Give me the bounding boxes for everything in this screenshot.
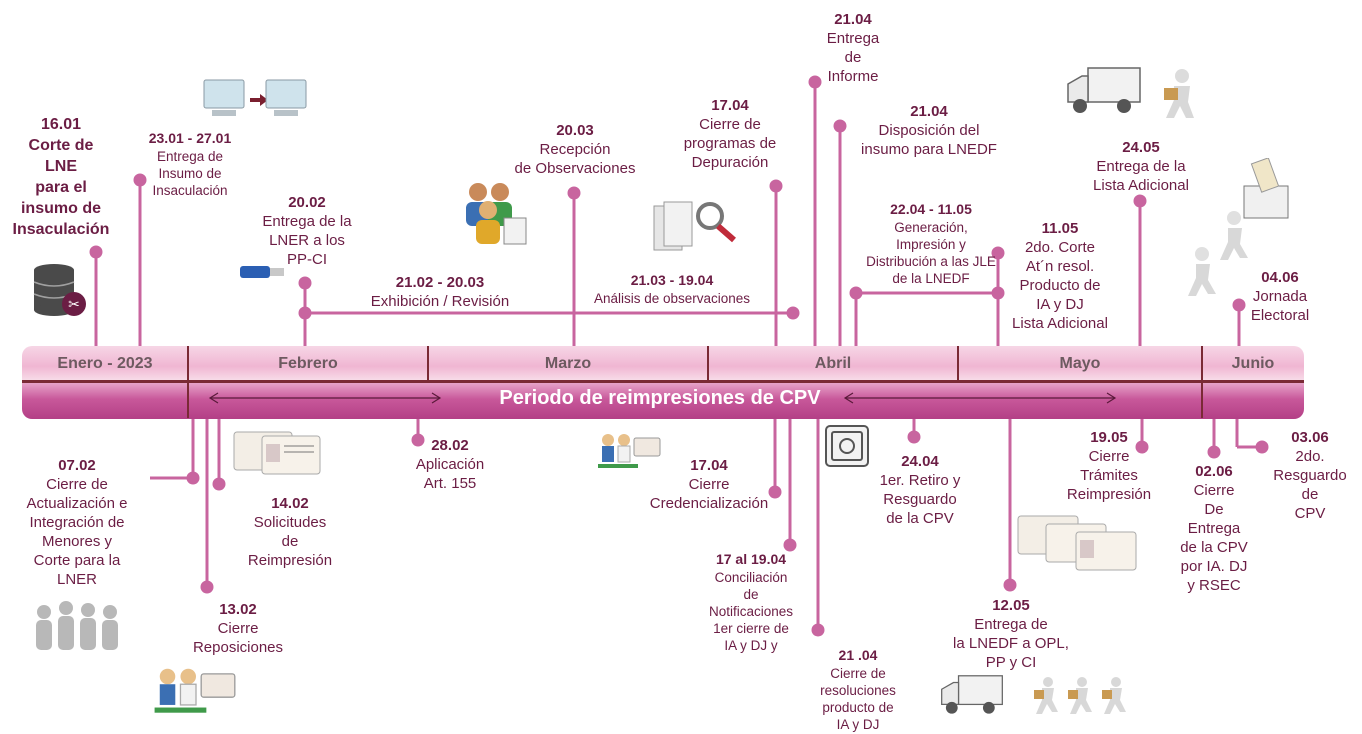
database-scissors-icon: ✂: [33, 264, 86, 316]
month-enero: Enero - 2023: [57, 355, 153, 372]
month-separator: [707, 346, 709, 380]
month-separator: [187, 346, 189, 418]
person-carrying-box-icon: [1164, 69, 1194, 118]
person-carrying-box-icon: [1034, 677, 1126, 714]
officials-card-icon: [598, 434, 661, 468]
month-febrero: Febrero: [278, 355, 338, 372]
month-mayo: Mayo: [1059, 355, 1101, 372]
month-separator: [957, 346, 959, 380]
voter-card-icon: [1017, 515, 1137, 571]
usb-drive-icon: [240, 266, 284, 278]
document-magnifier-icon: [653, 201, 736, 251]
people-document-icon: [466, 183, 527, 245]
month-junio: Junio: [1231, 355, 1275, 372]
computer-transfer-icon: [203, 79, 307, 116]
month-abril: Abril: [814, 355, 852, 372]
voter-card-icon: [233, 431, 321, 475]
dot-23-01: [133, 173, 147, 187]
month-marzo: Marzo: [544, 355, 592, 372]
dot-20-02: [298, 276, 312, 290]
officials-card-icon: [154, 668, 236, 713]
delivery-truck-icon: [941, 675, 1003, 714]
safe-icon: [825, 425, 869, 467]
month-separator: [1201, 346, 1203, 418]
timeline-band-bottom: [22, 383, 1304, 419]
month-separator: [427, 346, 429, 380]
timeline-divider: [22, 380, 1304, 383]
running-people-icon: [1188, 211, 1248, 296]
period-label: Periodo de reimpresiones de CPV: [499, 387, 821, 409]
dot-16-01: [89, 245, 103, 259]
delivery-truck-icon: [1067, 67, 1141, 113]
svg-text:✂: ✂: [68, 296, 80, 312]
ballot-box-icon: [1243, 158, 1289, 219]
timeline-band-top: [22, 346, 1304, 380]
crowd-icon: [36, 601, 118, 650]
